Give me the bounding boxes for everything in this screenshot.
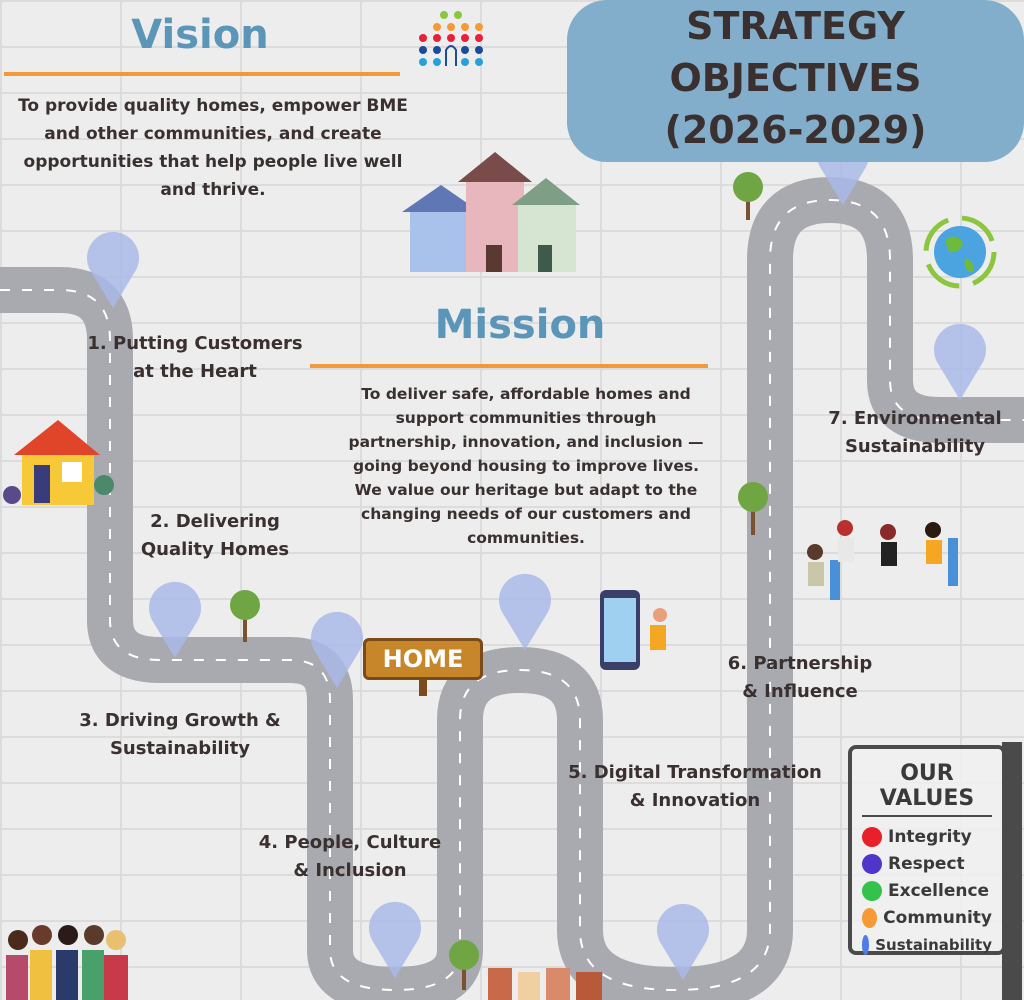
globe-recycle-icon — [923, 215, 997, 289]
road-centre-line — [0, 199, 1024, 991]
pin-icon — [311, 611, 363, 688]
value-label: Community — [883, 907, 992, 928]
blue-dot-icon — [862, 934, 870, 955]
objective-7: 7. Environmental Sustainability — [828, 408, 1002, 457]
strategy-title-banner: STRATEGY OBJECTIVES (2026-2029) — [567, 0, 1024, 162]
tree-icon — [230, 590, 260, 642]
objective-3: 3. Driving Growth & Sustainability — [79, 710, 281, 759]
mission-heading: Mission — [434, 302, 606, 348]
objective-2: 2. Delivering Quality Homes — [140, 511, 290, 560]
our-values-panel: OUR VALUES Integrity Respect Excellence … — [848, 745, 1006, 955]
green-dot-icon — [862, 880, 882, 901]
title-line-1: STRATEGY — [686, 4, 905, 48]
pin-icon — [934, 323, 987, 400]
title-line-2: OBJECTIVES — [669, 56, 922, 100]
pin-icon — [87, 231, 140, 308]
pin-icon — [369, 901, 421, 978]
values-sign-post — [1002, 742, 1022, 1000]
value-item: Sustainability — [862, 931, 992, 958]
pin-icon — [149, 581, 202, 658]
purple-dot-icon — [862, 853, 882, 874]
meeting-people-illustration — [807, 520, 958, 600]
mission-text: To deliver safe, affordable homes and su… — [348, 385, 704, 547]
vision-heading: Vision — [131, 12, 269, 58]
objective-6: 6. Partnership & Influence — [727, 653, 873, 702]
tree-icon — [738, 482, 768, 535]
vision-text: To provide quality homes, empower BME an… — [18, 96, 408, 200]
tree-icons — [230, 172, 768, 990]
pin-icon — [656, 903, 709, 980]
value-item: Respect — [862, 850, 992, 877]
objective-1: 1. Putting Customers at the Heart — [87, 333, 303, 382]
row-houses-illustration — [488, 968, 602, 1000]
values-title: OUR VALUES — [862, 761, 992, 817]
vision-divider — [4, 72, 400, 76]
objective-5: 5. Digital Transformation & Innovation — [568, 762, 822, 811]
value-label: Excellence — [888, 880, 990, 901]
yellow-house-illustration — [3, 420, 114, 505]
mission-divider — [310, 364, 708, 368]
title-line-3: (2026-2029) — [664, 108, 927, 152]
value-label: Sustainability — [875, 935, 992, 954]
value-label: Integrity — [888, 826, 972, 847]
tree-icon — [449, 940, 479, 990]
organisation-logo — [419, 11, 483, 66]
value-item: Excellence — [862, 877, 992, 904]
orange-dot-icon — [862, 907, 878, 928]
home-sign-post — [419, 680, 427, 696]
value-item: Integrity — [862, 823, 992, 850]
diverse-people-illustration — [6, 925, 128, 1000]
digital-phone-illustration — [600, 590, 667, 670]
pin-icon — [499, 573, 551, 650]
houses-illustration — [402, 152, 580, 272]
value-item: Community — [862, 904, 992, 931]
objective-4: 4. People, Culture & Inclusion — [258, 832, 442, 881]
value-label: Respect — [888, 853, 965, 874]
tree-icon — [733, 172, 763, 220]
home-sign: HOME — [363, 638, 483, 680]
red-dot-icon — [862, 826, 882, 847]
